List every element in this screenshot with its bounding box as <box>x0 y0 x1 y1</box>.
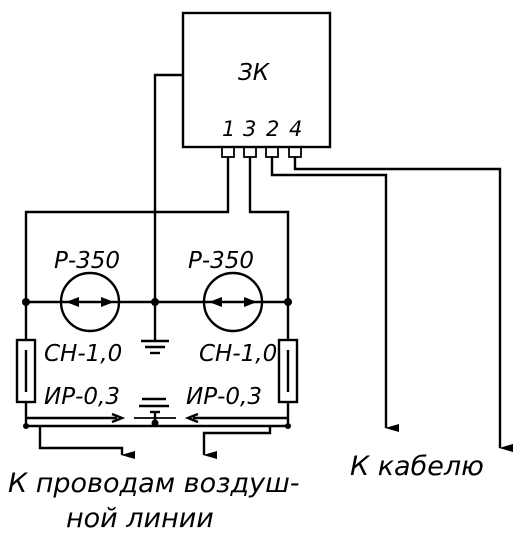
fuse-right: СН-1,0 ИР-0,3 <box>186 302 299 429</box>
fuse-left: СН-1,0 ИР-0,3 <box>15 302 122 429</box>
spark-gap-lines <box>26 412 288 428</box>
terminal-3 <box>243 146 257 158</box>
device-pin-labels: 1 3 2 4 <box>222 117 302 141</box>
junction-dot <box>151 298 159 306</box>
fuse-right-line2: ИР-0,3 <box>186 384 262 410</box>
terminal-4 <box>288 146 302 158</box>
wire-terminal-1 <box>24 157 230 302</box>
pin-label-1: 1 <box>222 117 235 141</box>
caption-overhead-line-1: К проводам воздуш- <box>8 468 300 499</box>
device-label: ЗК <box>238 60 271 86</box>
arrester-left-label: Р-350 <box>54 248 120 274</box>
terminal-2 <box>265 146 279 158</box>
fuse-left-line2: ИР-0,3 <box>44 384 120 410</box>
wire-terminal-3 <box>248 157 290 302</box>
ground-icon <box>141 339 169 355</box>
fuse-ground-icon <box>139 397 169 427</box>
overhead-wire-right <box>202 426 272 459</box>
terminal-1 <box>221 146 235 158</box>
arrester-right-label: Р-350 <box>188 248 254 274</box>
arrester-right: Р-350 <box>188 248 264 333</box>
fuse-left-line1: СН-1,0 <box>44 341 122 367</box>
caption-overhead-line-2: ной линии <box>66 503 214 531</box>
pin-label-4: 4 <box>289 117 302 141</box>
fuse-right-line1: СН-1,0 <box>199 341 277 367</box>
device-terminals <box>221 146 302 158</box>
overhead-wire-left <box>38 426 135 459</box>
ground-wire <box>153 73 183 340</box>
caption-cable: К кабелю <box>350 451 484 482</box>
pin-label-3: 3 <box>243 117 256 141</box>
pin-label-2: 2 <box>266 117 279 141</box>
wire-terminal-2 <box>270 157 399 432</box>
arrester-left: Р-350 <box>54 248 121 333</box>
wire-terminal-4 <box>293 157 513 452</box>
